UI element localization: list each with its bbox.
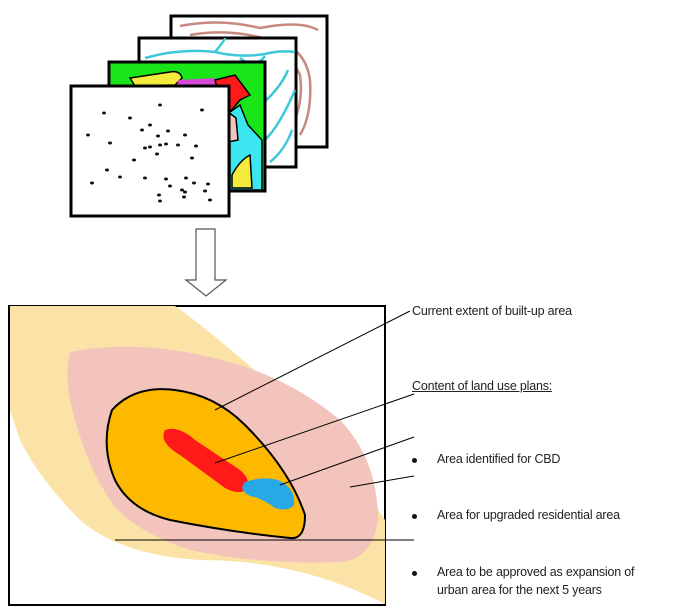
point-mark (132, 158, 136, 162)
built-up-label: Current extent of built-up area (412, 304, 572, 318)
point-mark (118, 175, 122, 179)
point-mark (86, 133, 90, 137)
point-mark (143, 146, 147, 150)
expansion-label: Area to be approved as expansion of (437, 565, 635, 579)
point-mark (183, 190, 187, 194)
residential-upgrade-blue (242, 478, 295, 510)
point-mark (206, 182, 210, 186)
point-mark (208, 198, 212, 202)
cbd-label: Area identified for CBD (437, 452, 561, 466)
point-mark (203, 189, 207, 193)
urban-map (8, 305, 415, 606)
point-mark (164, 142, 168, 146)
point-mark (182, 195, 186, 199)
point-mark (148, 145, 152, 149)
point-mark (180, 188, 184, 192)
point-mark (156, 134, 160, 138)
expansion-label-cont: urban area for the next 5 years (437, 583, 602, 597)
point-mark (184, 176, 188, 180)
point-mark (157, 193, 161, 197)
point-mark (158, 143, 162, 147)
point-mark (164, 177, 168, 181)
point-mark (155, 152, 159, 156)
point-mark (190, 156, 194, 160)
point-mark (90, 181, 94, 185)
bullet-icon (412, 458, 417, 463)
point-mark (158, 199, 162, 203)
down-arrow-icon (184, 228, 228, 297)
point-mark (158, 103, 162, 107)
point-mark (128, 116, 132, 120)
point-mark (176, 143, 180, 147)
point-mark (200, 108, 204, 112)
point-mark (105, 168, 109, 172)
point-mark (192, 181, 196, 185)
point-mark (166, 129, 170, 133)
point-mark (102, 111, 106, 115)
points-layer (69, 84, 231, 218)
point-mark (108, 141, 112, 145)
bullet-icon (412, 571, 417, 576)
point-mark (143, 176, 147, 180)
bullet-icon (412, 514, 417, 519)
point-mark (194, 144, 198, 148)
point-mark (140, 128, 144, 132)
point-mark (148, 123, 152, 127)
point-mark (183, 133, 187, 137)
plans-heading: Content of land use plans: (412, 379, 553, 393)
cbd-area (163, 428, 248, 493)
residential-label: Area for upgraded residential area (437, 508, 620, 522)
point-mark (168, 184, 172, 188)
